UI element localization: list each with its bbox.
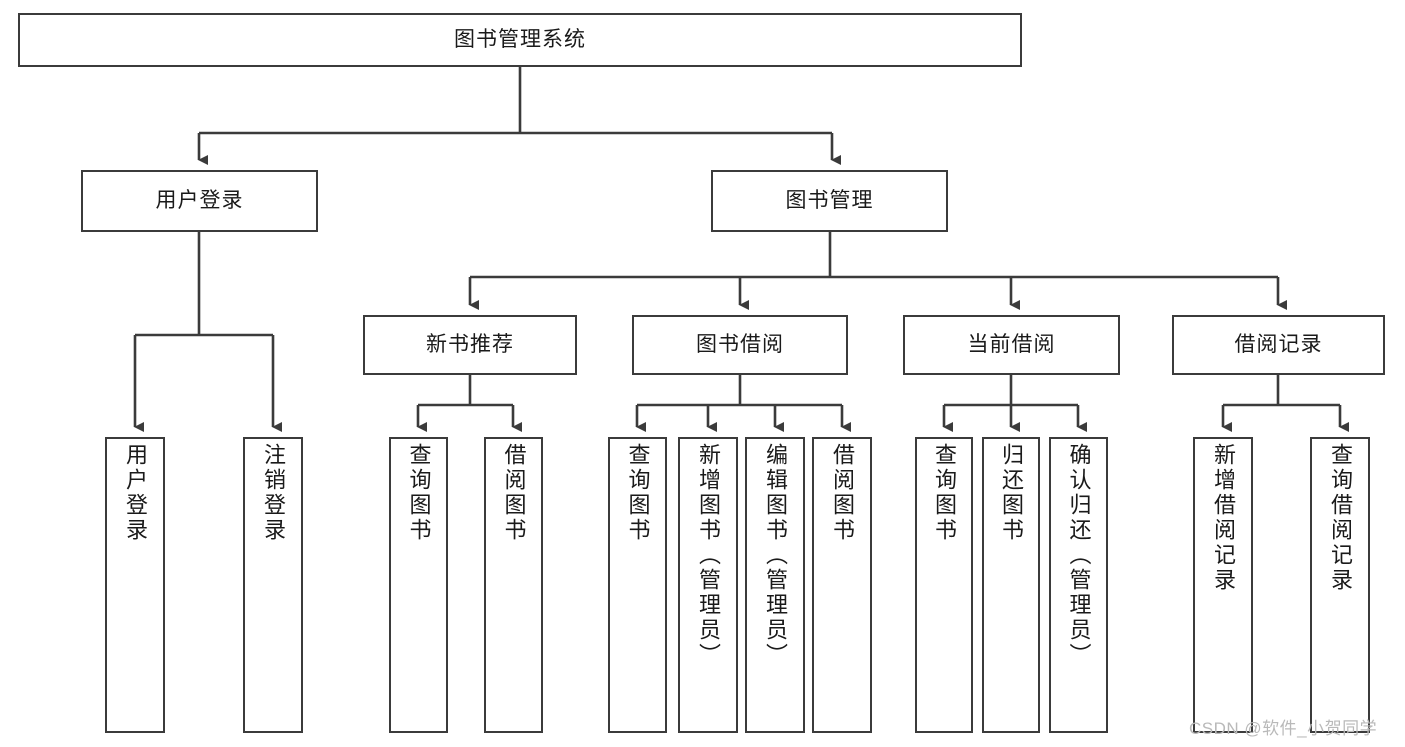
leaf-query-record-label: 查询借阅记录 [1328, 443, 1353, 593]
leaf-add-record-label: 新增借阅记录 [1211, 443, 1236, 593]
leaf-add-book[interactable]: 新增图书（管理员） [678, 437, 738, 733]
node-user-login[interactable]: 用户登录 [81, 170, 318, 232]
watermark: CSDN @软件_小贺同学 [1189, 719, 1378, 738]
node-book-manage-label: 图书管理 [785, 188, 874, 212]
leaf-return-book-label: 归还图书 [999, 443, 1024, 543]
node-borrow-record[interactable]: 借阅记录 [1172, 315, 1385, 375]
node-current-borrow[interactable]: 当前借阅 [903, 315, 1120, 375]
node-book-borrow[interactable]: 图书借阅 [632, 315, 848, 375]
leaf-borrow-book-1-label: 借阅图书 [501, 443, 527, 543]
leaf-edit-book-label: 编辑图书（管理员） [763, 443, 788, 668]
leaf-edit-book[interactable]: 编辑图书（管理员） [745, 437, 805, 733]
leaf-query-book-1-label: 查询图书 [406, 443, 432, 543]
leaf-query-book-1[interactable]: 查询图书 [389, 437, 448, 733]
node-book-borrow-label: 图书借阅 [696, 332, 784, 356]
node-root[interactable]: 图书管理系统 [18, 13, 1022, 67]
leaf-return-book[interactable]: 归还图书 [982, 437, 1040, 733]
node-book-manage[interactable]: 图书管理 [711, 170, 948, 232]
leaf-borrow-book-2-label: 借阅图书 [830, 443, 855, 543]
leaf-user-login[interactable]: 用户登录 [105, 437, 165, 733]
leaf-add-record[interactable]: 新增借阅记录 [1193, 437, 1253, 733]
leaf-query-book-2[interactable]: 查询图书 [608, 437, 667, 733]
leaf-confirm-return[interactable]: 确认归还（管理员） [1049, 437, 1108, 733]
node-user-login-label: 用户登录 [155, 188, 244, 212]
node-borrow-record-label: 借阅记录 [1234, 332, 1323, 356]
node-new-book-recommend[interactable]: 新书推荐 [363, 315, 577, 375]
leaf-query-record[interactable]: 查询借阅记录 [1310, 437, 1370, 733]
leaf-user-logout[interactable]: 注销登录 [243, 437, 303, 733]
node-new-book-recommend-label: 新书推荐 [426, 332, 514, 356]
leaf-query-book-3[interactable]: 查询图书 [915, 437, 973, 733]
leaf-borrow-book-1[interactable]: 借阅图书 [484, 437, 543, 733]
leaf-query-book-2-label: 查询图书 [625, 443, 651, 543]
node-current-borrow-label: 当前借阅 [967, 332, 1056, 356]
leaf-borrow-book-2[interactable]: 借阅图书 [812, 437, 872, 733]
node-root-label: 图书管理系统 [454, 27, 586, 51]
leaf-user-login-label: 用户登录 [123, 443, 148, 543]
leaf-query-book-3-label: 查询图书 [932, 443, 957, 543]
leaf-add-book-label: 新增图书（管理员） [696, 443, 721, 668]
leaf-confirm-return-label: 确认归还（管理员） [1066, 443, 1092, 668]
leaf-user-logout-label: 注销登录 [261, 443, 286, 543]
